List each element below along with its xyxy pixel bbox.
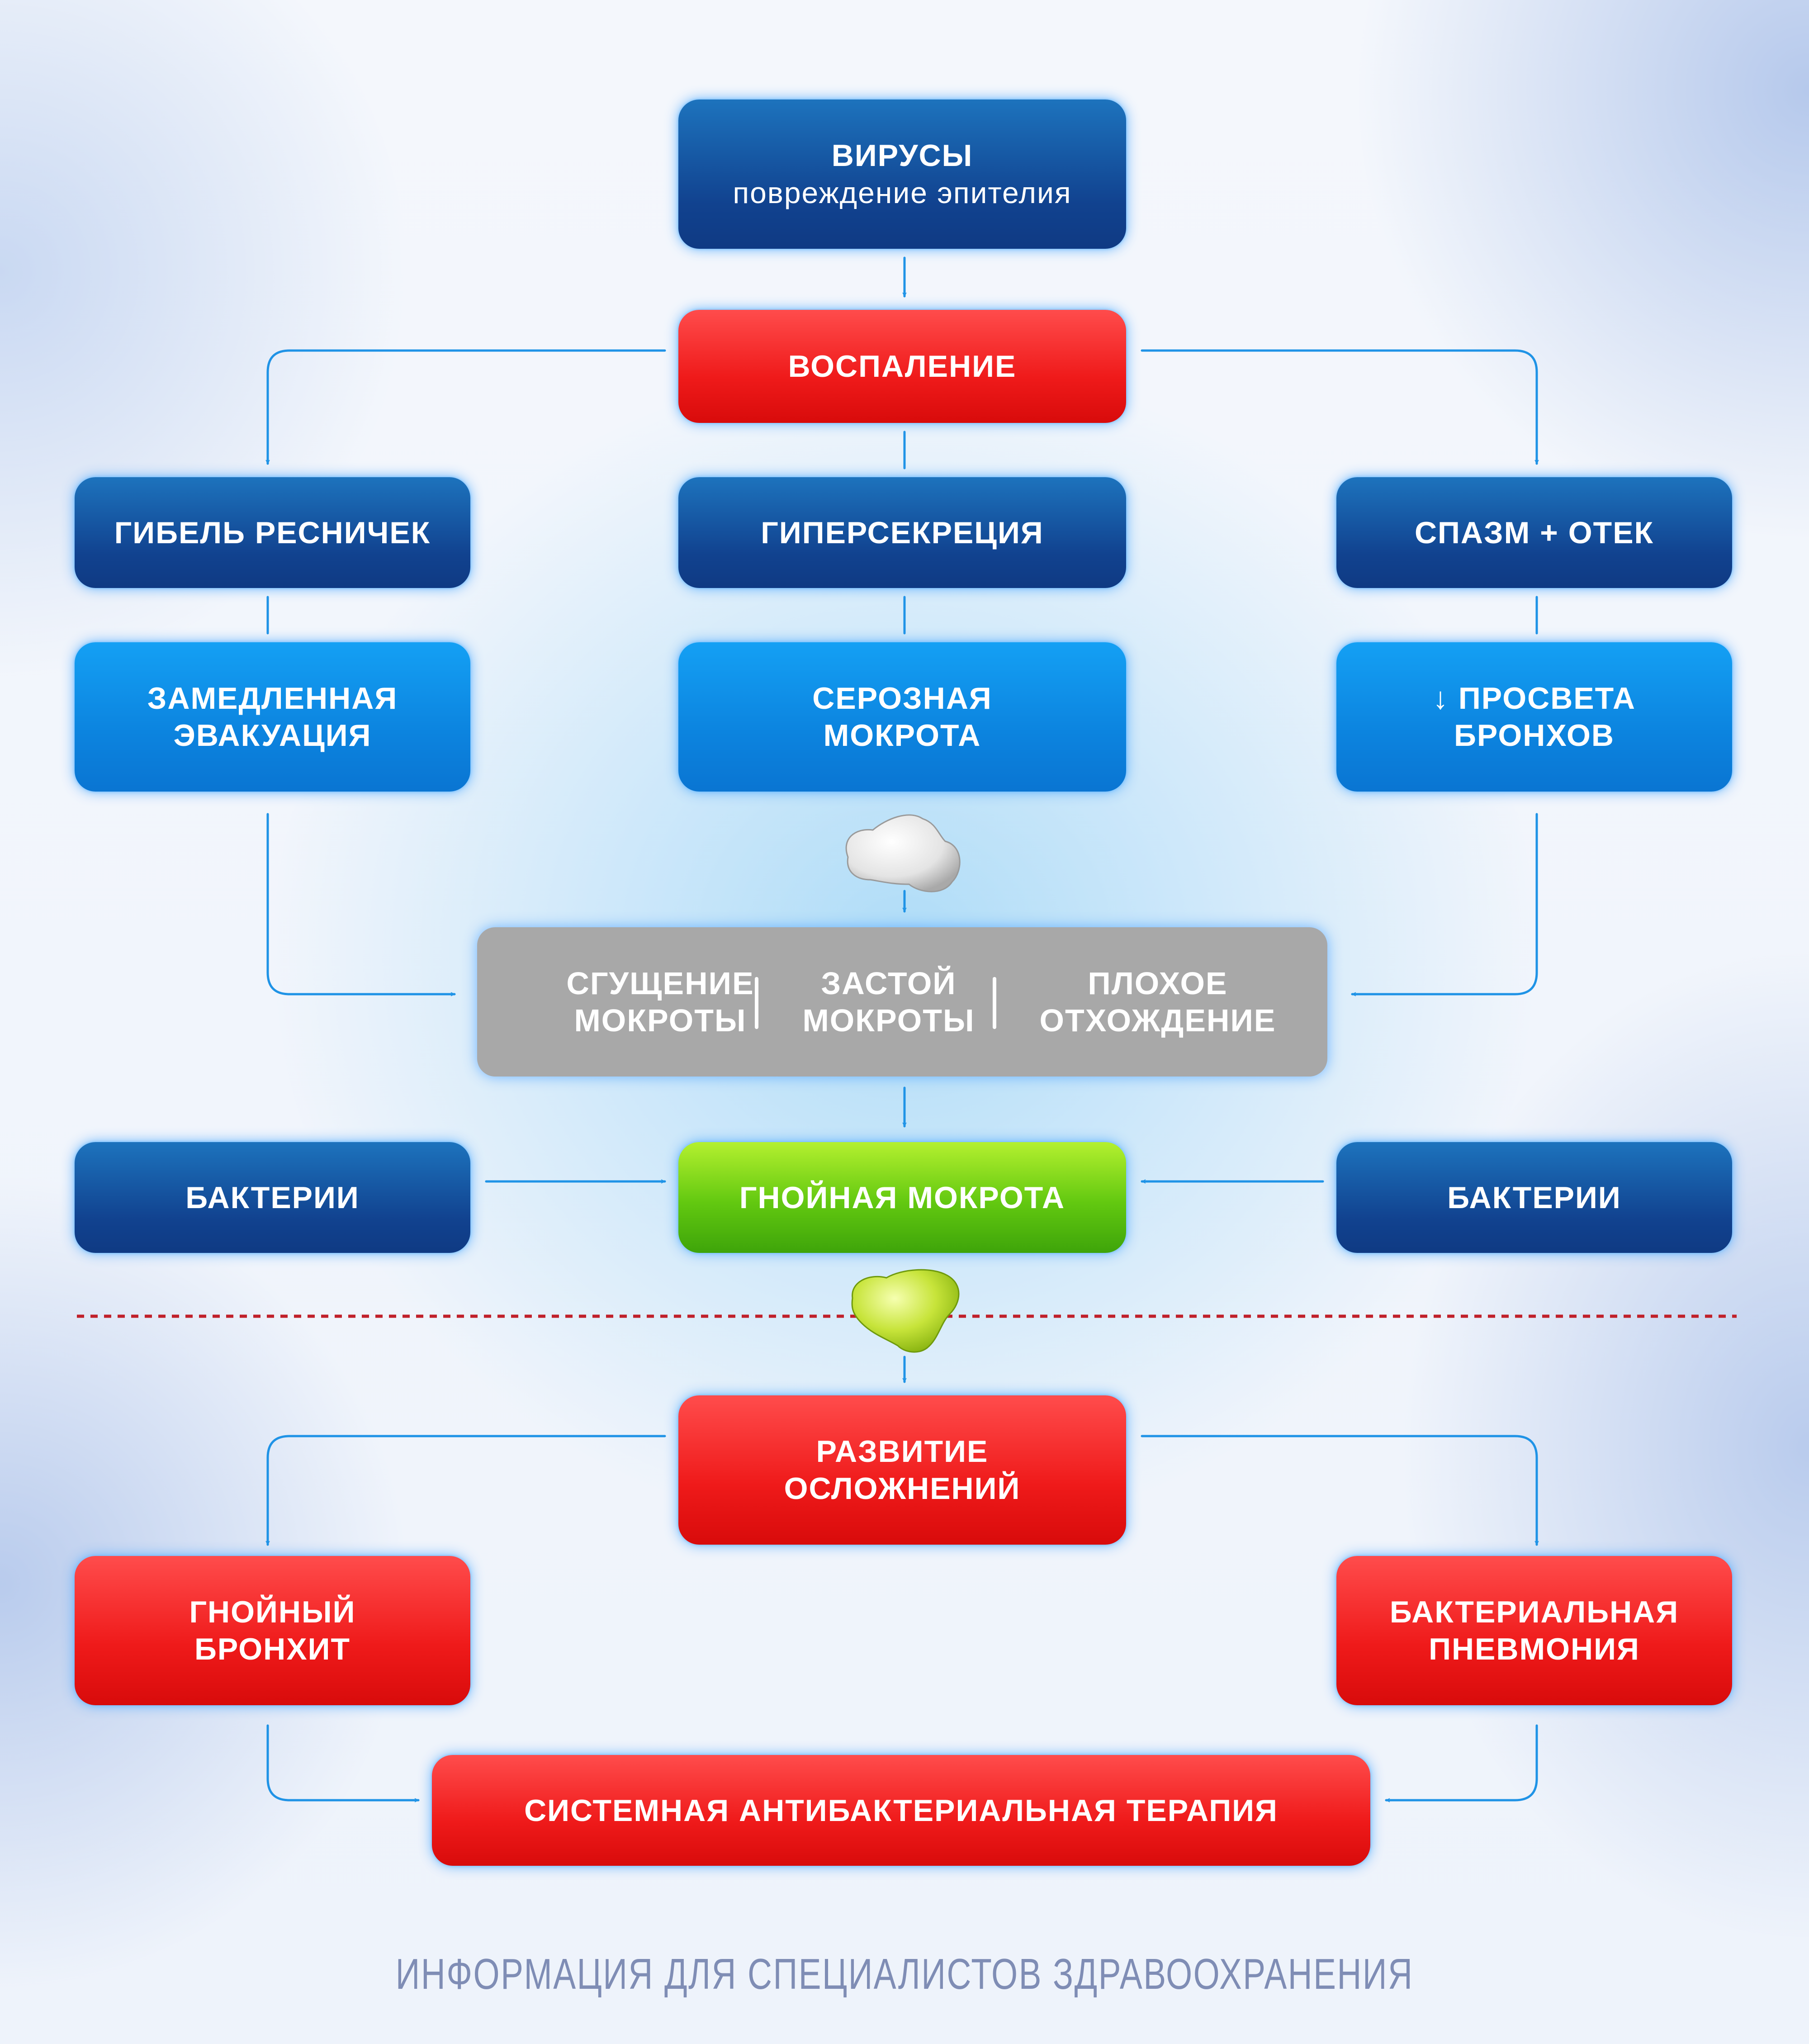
- separator-2: [993, 977, 996, 1029]
- cilia-death-label: ГИБЕЛЬ РЕСНИЧЕК: [114, 515, 431, 550]
- purulent-bronchitis-line1: ГНОЙНЫЙ: [189, 1595, 356, 1629]
- inflammation-label: ВОСПАЛЕНИЕ: [788, 349, 1017, 384]
- bacterial-pneumonia-line2: ПНЕВМОНИЯ: [1429, 1632, 1640, 1666]
- bacterial-pneumonia-line1: БАКТЕРИАЛЬНАЯ: [1389, 1595, 1679, 1629]
- serous-sputum-line2: МОКРОТА: [823, 718, 981, 753]
- purulent-sputum-box: ГНОЙНАЯ МОКРОТА: [678, 1142, 1126, 1253]
- serous-sputum-box: СЕРОЗНАЯ МОКРОТА: [678, 642, 1126, 792]
- poor-clearance-line2: ОТХОЖДЕНИЕ: [1039, 1003, 1276, 1038]
- arrow-evac-grey: [266, 813, 456, 994]
- viruses-subtitle: повреждение эпителия: [733, 176, 1072, 209]
- arrow-inflammation-spasm: [1141, 349, 1537, 465]
- footer-note: ИНФОРМАЦИЯ ДЛЯ СПЕЦИАЛИСТОВ ЗДРАВООХРАНЕ…: [395, 1950, 1414, 1998]
- arrow-inflammation-cilia: [268, 349, 666, 465]
- lumen-narrowing-line1: ↓ ПРОСВЕТА: [1432, 681, 1636, 716]
- slowed-evacuation-line2: ЭВАКУАЦИЯ: [173, 718, 372, 753]
- purulent-bronchitis-box: ГНОЙНЫЙ БРОНХИТ: [75, 1556, 470, 1705]
- separator-1: [755, 977, 758, 1029]
- spasm-edema-label: СПАЗМ + ОТЕК: [1414, 515, 1654, 550]
- bacteria-right-box: БАКТЕРИИ: [1336, 1142, 1732, 1253]
- purulent-sputum-label: ГНОЙНАЯ МОКРОТА: [739, 1180, 1066, 1215]
- thickening-line2: МОКРОТЫ: [574, 1003, 747, 1038]
- cilia-death-box: ГИБЕЛЬ РЕСНИЧЕК: [75, 477, 470, 588]
- bacterial-pneumonia-box: БАКТЕРИАЛЬНАЯ ПНЕВМОНИЯ: [1336, 1556, 1732, 1705]
- arrow-lumen-grey: [1351, 813, 1538, 994]
- viruses-box: ВИРУСЫ повреждение эпителия: [678, 100, 1126, 249]
- arrow-compl-bronchitis: [268, 1435, 666, 1546]
- complications-box: РАЗВИТИЕ ОСЛОЖНЕНИЙ: [678, 1395, 1126, 1545]
- serous-sputum-blob: [845, 814, 961, 892]
- stasis-line2: МОКРОТЫ: [802, 1003, 975, 1038]
- serous-sputum-line1: СЕРОЗНАЯ: [812, 681, 992, 716]
- poor-clearance-line1: ПЛОХОЕ: [1088, 966, 1228, 1001]
- sputum-problems-box: СГУЩЕНИЕ МОКРОТЫ ЗАСТОЙ МОКРОТЫ ПЛОХОЕ О…: [477, 927, 1327, 1077]
- stasis-column: ЗАСТОЙ МОКРОТЫ: [776, 927, 1002, 1077]
- thickening-line1: СГУЩЕНИЕ: [566, 966, 754, 1001]
- arrow-pneumonia-therapy: [1385, 1724, 1538, 1800]
- hypersecretion-box: ГИПЕРСЕКРЕЦИЯ: [678, 477, 1126, 588]
- bacteria-left-label: БАКТЕРИИ: [185, 1180, 360, 1215]
- poor-clearance-column: ПЛОХОЕ ОТХОЖДЕНИЕ: [1020, 927, 1296, 1077]
- bacteria-right-label: БАКТЕРИИ: [1447, 1180, 1621, 1215]
- antibacterial-therapy-box: СИСТЕМНАЯ АНТИБАКТЕРИАЛЬНАЯ ТЕРАПИЯ: [432, 1755, 1370, 1866]
- slowed-evacuation-line1: ЗАМЕДЛЕННАЯ: [147, 681, 398, 716]
- arrow-bronchitis-therapy: [266, 1724, 420, 1800]
- arrow-compl-pneumonia: [1141, 1435, 1537, 1546]
- lumen-narrowing-line2: БРОНХОВ: [1454, 718, 1615, 753]
- spasm-edema-box: СПАЗМ + ОТЕК: [1336, 477, 1732, 588]
- complications-line1: РАЗВИТИЕ: [816, 1434, 989, 1469]
- bacteria-left-box: БАКТЕРИИ: [75, 1142, 470, 1253]
- purulent-sputum-blob: [851, 1269, 960, 1353]
- lumen-narrowing-box: ↓ ПРОСВЕТА БРОНХОВ: [1336, 642, 1732, 792]
- hypersecretion-label: ГИПЕРСЕКРЕЦИЯ: [761, 515, 1044, 550]
- viruses-title: ВИРУСЫ: [831, 138, 973, 173]
- purulent-bronchitis-line2: БРОНХИТ: [194, 1632, 351, 1666]
- antibacterial-therapy-label: СИСТЕМНАЯ АНТИБАКТЕРИАЛЬНАЯ ТЕРАПИЯ: [524, 1793, 1278, 1828]
- inflammation-box: ВОСПАЛЕНИЕ: [678, 310, 1126, 423]
- thickening-column: СГУЩЕНИЕ МОКРОТЫ: [531, 927, 789, 1077]
- complications-line2: ОСЛОЖНЕНИЙ: [784, 1471, 1021, 1506]
- stasis-line1: ЗАСТОЙ: [821, 966, 957, 1001]
- slowed-evacuation-box: ЗАМЕДЛЕННАЯ ЭВАКУАЦИЯ: [75, 642, 470, 792]
